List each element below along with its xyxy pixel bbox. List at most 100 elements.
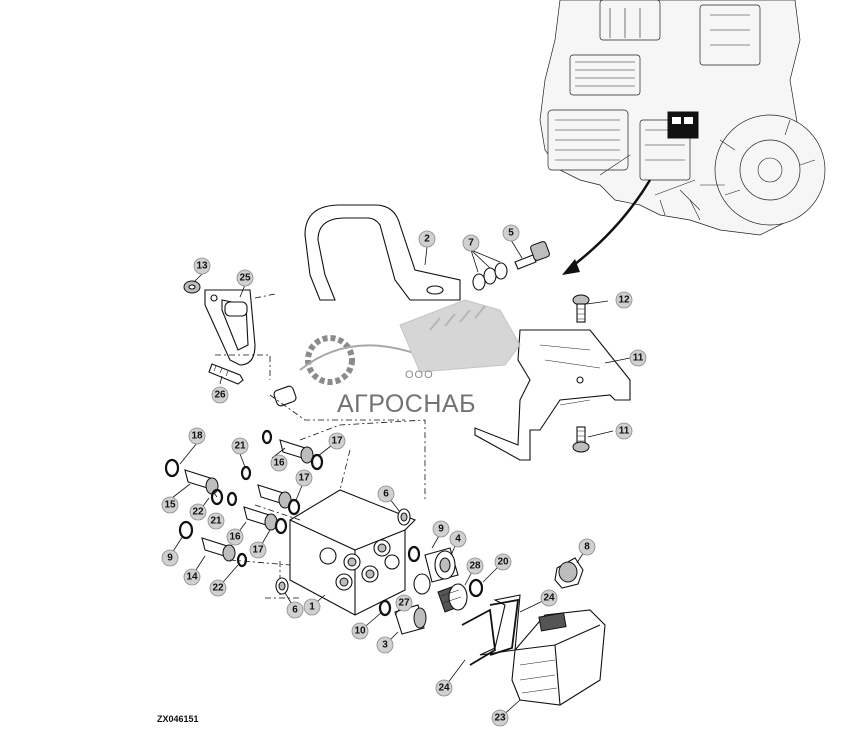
bolt-part [572,426,590,453]
fitting-part [243,506,278,531]
svg-text:16: 16 [229,532,241,543]
callout-9-left: 9 [161,549,179,567]
svg-text:15: 15 [164,500,176,511]
callout-16-top: 16 [270,454,288,472]
svg-text:6: 6 [292,605,298,616]
svg-text:25: 25 [239,273,251,284]
callout-16-mid: 16 [226,528,244,546]
fitting-part [424,547,459,583]
fitting-part [394,604,427,635]
solenoid-part [437,583,468,613]
callout-14: 14 [183,568,201,586]
callout-11-bottom: 11 [615,422,633,440]
svg-text:5: 5 [508,228,514,239]
callout-18: 18 [188,427,206,445]
callout-27: 27 [395,594,413,612]
callout-7: 7 [462,234,480,252]
callout-20: 20 [494,553,512,571]
svg-text:14: 14 [186,572,198,583]
callout-6-right: 6 [377,485,395,503]
watermark-logo: ООО АГРОСНАБ [299,299,521,418]
svg-text:28: 28 [469,561,481,572]
svg-text:27: 27 [398,598,410,609]
callout-labels: 2 7 5 13 25 12 11 11 26 18 21 16 17 17 1… [161,224,647,727]
svg-text:16: 16 [273,458,285,469]
assembly-lines [229,394,426,566]
washer-part [275,577,289,595]
fitting-part [201,537,236,562]
svg-text:23: 23 [494,713,506,724]
watermark-name: АГРОСНАБ [337,390,476,418]
callout-21-top: 21 [231,437,249,455]
svg-text:11: 11 [633,353,644,364]
callout-21-mid: 21 [207,512,225,530]
svg-text:1: 1 [309,602,315,613]
svg-text:17: 17 [331,436,343,447]
cap-part [554,557,584,589]
callout-26: 26 [211,386,229,404]
callout-13: 13 [193,257,211,275]
callout-24-top: 24 [540,589,558,607]
svg-text:17: 17 [298,473,310,484]
washer-set-part [472,262,508,291]
bracket-part [204,289,276,380]
callout-12: 12 [615,291,633,309]
callout-2: 2 [418,230,436,248]
callout-10: 10 [351,622,369,640]
svg-text:17: 17 [252,545,264,556]
callout-3: 3 [376,636,394,654]
fitting-part [257,484,292,509]
callout-5: 5 [502,224,520,242]
callout-1: 1 [303,598,321,616]
svg-text:7: 7 [468,238,474,249]
svg-text:18: 18 [191,431,203,442]
svg-text:9: 9 [438,524,444,535]
callout-6-left: 6 [286,601,304,619]
sleeve-part [273,385,297,407]
bracket-frame-part [304,204,461,301]
svg-text:22: 22 [212,583,224,594]
svg-text:22: 22 [192,507,204,518]
svg-text:4: 4 [455,534,461,545]
callout-17-bottom: 17 [249,541,267,559]
svg-text:24: 24 [543,593,555,604]
svg-text:13: 13 [196,261,208,272]
svg-text:20: 20 [497,557,509,568]
svg-text:9: 9 [167,553,173,564]
nut-part [183,280,201,294]
callout-22-bottom: 22 [209,579,227,597]
callout-24-bottom: 24 [435,679,453,697]
bolt-part [572,294,590,323]
callout-17-mid: 17 [295,469,313,487]
callout-16-bottom: 16 [252,493,264,504]
valve-block-part [265,489,416,616]
snap-rings [164,429,484,617]
callout-4: 4 [449,530,467,548]
callout-9-right: 9 [432,520,450,538]
plug-part [413,573,431,595]
svg-text:10: 10 [354,626,366,637]
callout-23: 23 [491,709,509,727]
washer-part [397,508,411,526]
svg-text:12: 12 [618,295,630,306]
figure-reference-code: ZX046151 [157,714,199,724]
callout-15: 15 [161,496,179,514]
callout-22-top: 22 [189,503,207,521]
callout-11-top: 11 [629,349,647,367]
callout-17-top: 17 [328,432,346,450]
svg-text:2: 2 [424,234,430,245]
cover-part [511,609,606,706]
fitting-part [184,469,219,495]
tractor-location-view [539,0,826,236]
bolt-part [514,241,550,270]
watermark-prefix: ООО [405,369,434,381]
clip-part [461,594,521,666]
svg-text:21: 21 [210,516,222,527]
svg-text:11: 11 [619,426,630,437]
location-arrow [562,179,652,275]
svg-text:24: 24 [438,683,450,694]
svg-text:3: 3 [382,640,388,651]
callout-8: 8 [578,538,596,556]
callout-28: 28 [466,557,484,575]
